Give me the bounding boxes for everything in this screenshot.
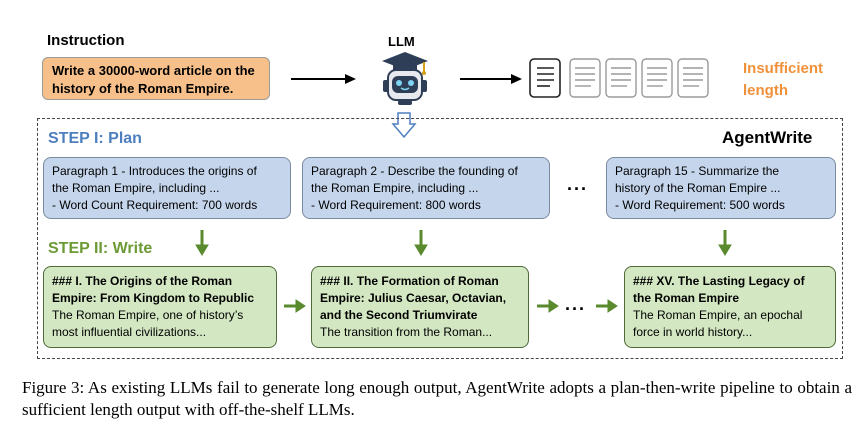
- plan-line: - Word Requirement: 800 words: [311, 198, 481, 212]
- write-text: The Roman Empire, one of history’s: [52, 308, 244, 322]
- green-right-arrow-1: [284, 299, 306, 313]
- write-heading: Empire: Julius Caesar, Octavian,: [320, 291, 507, 305]
- figure-caption: Figure 3: As existing LLMs fail to gener…: [22, 378, 852, 419]
- scroll-icon: [529, 58, 709, 98]
- plan-line: the Roman Empire, including ...: [52, 181, 220, 195]
- write-heading: ### I. The Origins of the Roman: [52, 274, 233, 288]
- plan-line: - Word Count Requirement: 700 words: [52, 198, 258, 212]
- write-text: force in world history...: [633, 325, 753, 339]
- write-text: The transition from the Roman...: [320, 325, 493, 339]
- plan-line: Paragraph 1 - Introduces the origins of: [52, 164, 257, 178]
- instruction-box: Write a 30000-word article on the histor…: [42, 57, 270, 100]
- green-down-arrow-3: [718, 230, 732, 256]
- plan-line: Paragraph 2 - Describe the founding of: [311, 164, 518, 178]
- insufficient-line1: Insufficient: [743, 60, 824, 77]
- plan-box-2: Paragraph 2 - Describe the founding of t…: [302, 157, 550, 219]
- plan-line: history of the Roman Empire ...: [615, 181, 781, 195]
- insufficient-length-label: Insufficient length: [743, 58, 823, 102]
- green-right-arrow-3: [596, 299, 618, 313]
- write-heading: the Roman Empire: [633, 291, 740, 305]
- agentwrite-title: AgentWrite: [722, 128, 813, 147]
- robot-graduation-icon: [382, 52, 428, 105]
- green-right-arrow-2: [537, 299, 559, 313]
- arrow-llm-to-output: [460, 74, 522, 84]
- write-heading: and the Second Triumvirate: [320, 308, 478, 322]
- agentwrite-frame: [37, 118, 843, 359]
- instruction-text-line1: Write a 30000-word article on the: [52, 63, 255, 78]
- step1-label: STEP I: Plan: [48, 130, 142, 147]
- plan-line: the Roman Empire, including ...: [311, 181, 479, 195]
- instruction-label: Instruction: [47, 32, 125, 49]
- arrow-instruction-to-llm: [291, 74, 356, 84]
- plan-box-3: Paragraph 15 - Summarize the history of …: [606, 157, 836, 219]
- plan-ellipsis: ...: [567, 174, 589, 194]
- plan-box-1: Paragraph 1 - Introduces the origins of …: [43, 157, 291, 219]
- green-down-arrow-2: [414, 230, 428, 256]
- write-heading: ### XV. The Lasting Legacy of: [633, 274, 805, 288]
- instruction-text-line2: history of the Roman Empire.: [52, 81, 234, 96]
- insufficient-line2: length: [743, 82, 788, 99]
- write-box-3: ### XV. The Lasting Legacy of the Roman …: [624, 266, 836, 348]
- write-text: most influential civilizations...: [52, 325, 207, 339]
- step2-label: STEP II: Write: [48, 240, 153, 257]
- write-box-1: ### I. The Origins of the Roman Empire: …: [43, 266, 277, 348]
- write-ellipsis: ...: [565, 294, 587, 314]
- llm-label: LLM: [388, 34, 415, 49]
- green-down-arrow-1: [195, 230, 209, 256]
- write-box-2: ### II. The Formation of Roman Empire: J…: [311, 266, 529, 348]
- write-heading: ### II. The Formation of Roman: [320, 274, 499, 288]
- plan-line: Paragraph 15 - Summarize the: [615, 164, 780, 178]
- write-text: The Roman Empire, an epochal: [633, 308, 803, 322]
- write-heading: Empire: From Kingdom to Republic: [52, 291, 255, 305]
- hollow-down-arrow: [391, 112, 417, 139]
- plan-line: - Word Requirement: 500 words: [615, 198, 785, 212]
